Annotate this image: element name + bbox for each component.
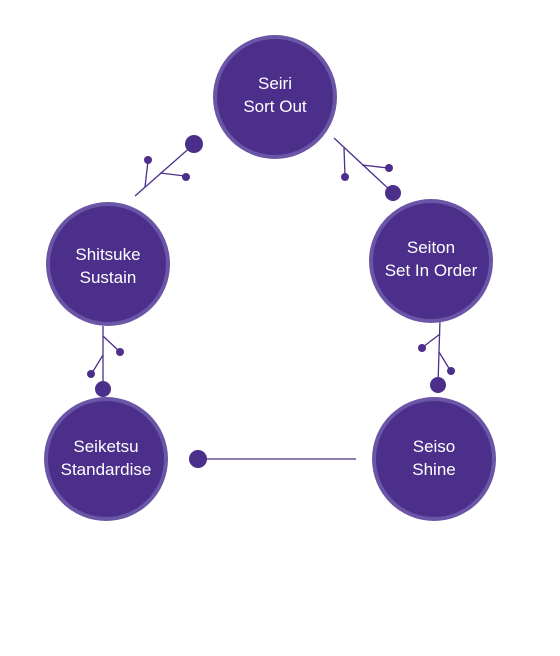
connector-seiso-seiketsu [189, 450, 356, 468]
node-seiso: Seiso Shine [372, 397, 496, 521]
node-seiri: Seiri Sort Out [213, 35, 337, 159]
node-seiton: Seiton Set In Order [369, 199, 493, 323]
node-seiketsu: Seiketsu Standardise [44, 397, 168, 521]
node-seiketsu-subtitle: Standardise [61, 460, 152, 479]
node-seiketsu-title: Seiketsu [73, 437, 138, 456]
connector-seiton-seiso [418, 319, 455, 393]
connector-seiri-seiton [333, 137, 401, 201]
node-shitsuke: Shitsuke Sustain [46, 202, 170, 326]
connector-shitsuke-seiri [134, 135, 203, 197]
node-seiso-title: Seiso [413, 437, 456, 456]
node-shitsuke-title: Shitsuke [75, 245, 140, 264]
node-seiri-title: Seiri [258, 74, 292, 93]
node-seiso-subtitle: Shine [412, 460, 455, 479]
node-seiton-subtitle: Set In Order [385, 261, 478, 280]
node-seiri-subtitle: Sort Out [243, 97, 307, 116]
node-shitsuke-subtitle: Sustain [80, 268, 137, 287]
connector-seiketsu-shitsuke [87, 326, 124, 397]
node-seiton-title: Seiton [407, 238, 455, 257]
